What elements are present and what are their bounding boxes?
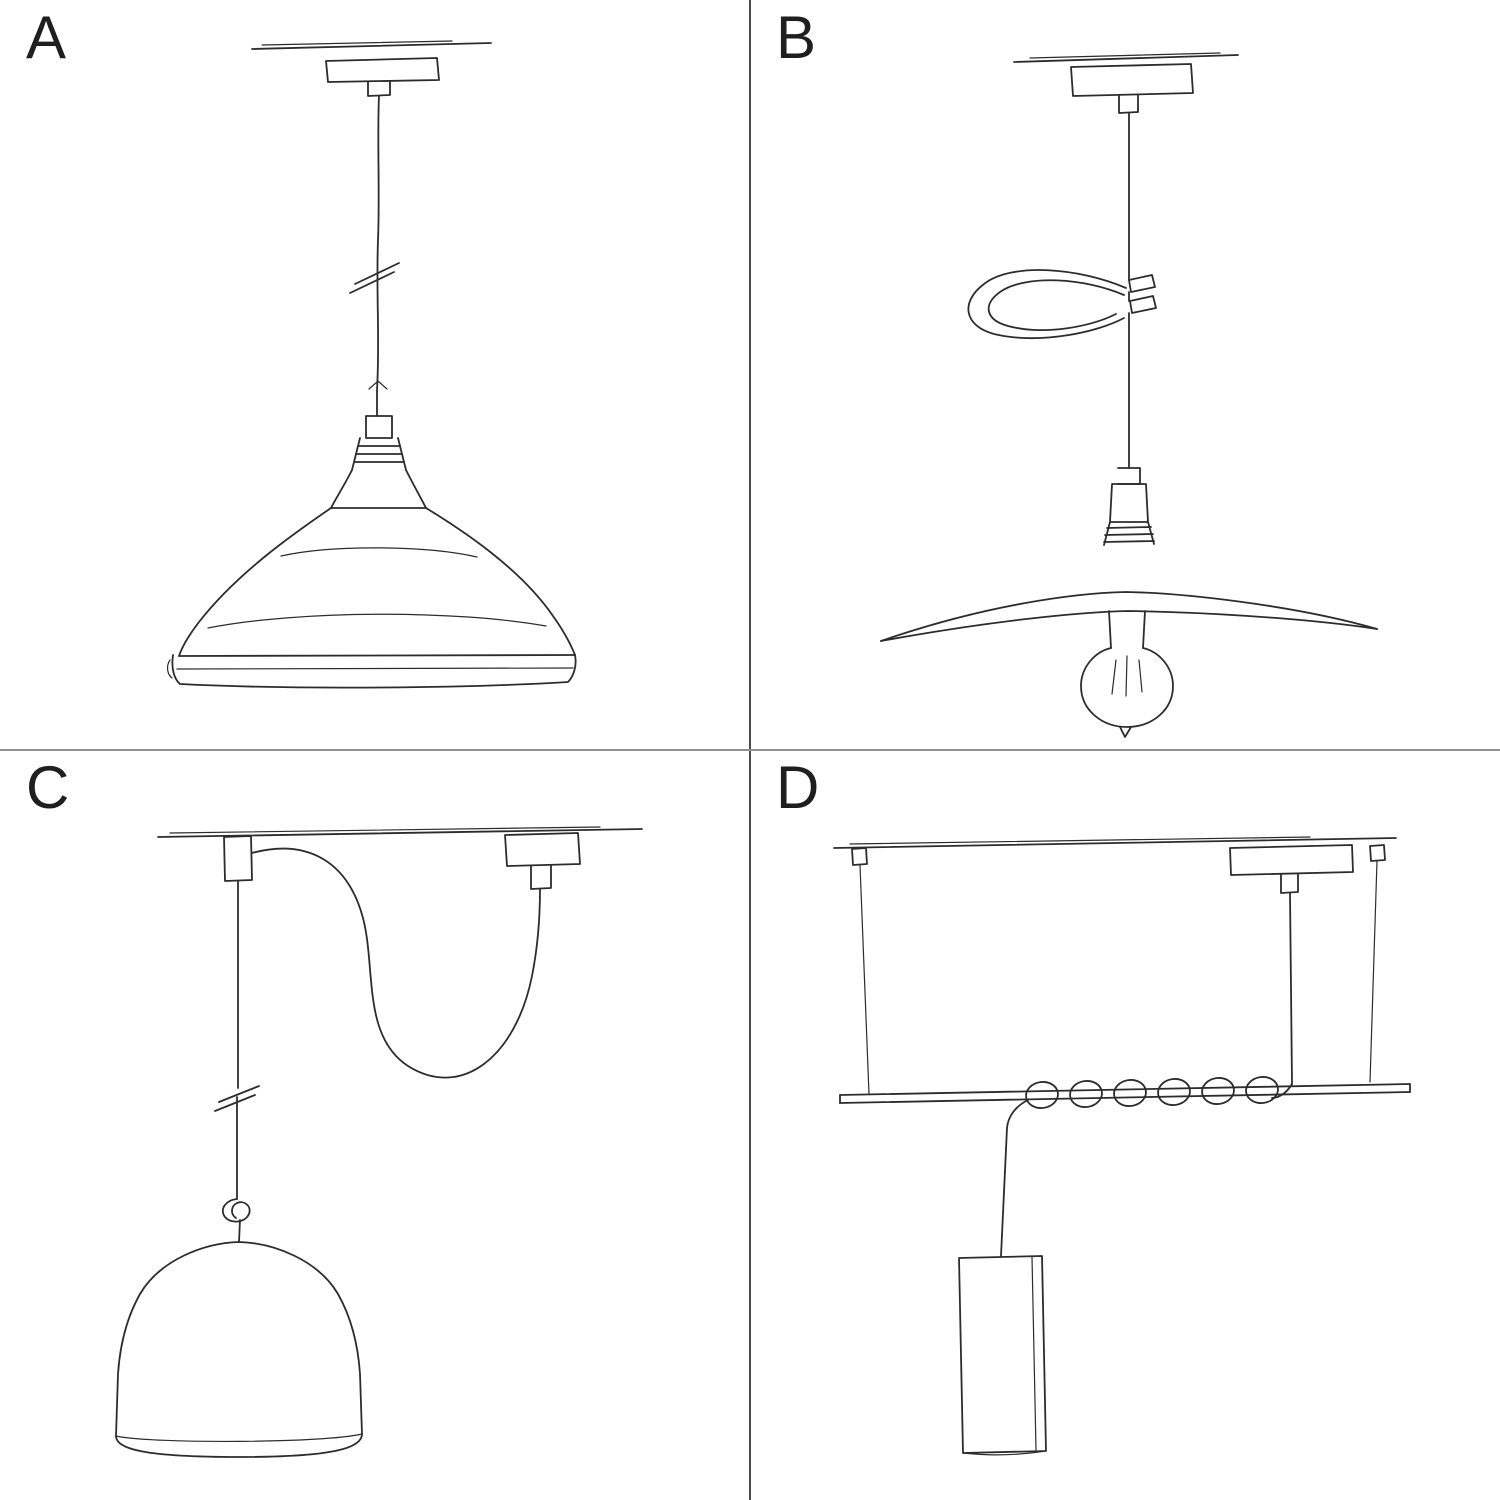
option-d-cell: D [750, 750, 1500, 1500]
ceiling-hook-block [223, 835, 253, 882]
cable-loop-tie [967, 269, 1157, 340]
lamp-holder [1103, 467, 1155, 546]
option-b-label: B [776, 4, 818, 71]
rose-cable [1289, 892, 1293, 1085]
tube-lampshade [958, 1255, 1047, 1456]
lamp-holder [330, 415, 427, 509]
pendant-cable [349, 95, 400, 417]
option-d-label: D [776, 754, 821, 821]
drop-cable [214, 880, 260, 1200]
ceiling-rose [1070, 63, 1194, 114]
option-a-label: A [26, 4, 68, 71]
left-suspension-wire [851, 847, 870, 1095]
right-suspension-wire [1369, 844, 1386, 1083]
pendant-plate-shade-bulb-sketch-icon [880, 52, 1378, 738]
bell-lampshade [115, 1241, 363, 1458]
coiled-cable [1025, 1076, 1293, 1109]
ceiling-line [833, 836, 1397, 849]
pendant-bowl-shade-sketch-icon [166, 40, 577, 689]
ceiling-rose [504, 832, 581, 890]
swag-cable [251, 847, 541, 1079]
ceiling-line [157, 826, 643, 838]
drop-cable [1000, 1099, 1029, 1257]
option-b-cell: B [750, 0, 1500, 750]
option-c-label: C [26, 754, 71, 821]
ceiling-line [1013, 52, 1239, 63]
ceiling-rose [325, 57, 440, 97]
ceiling-rose [1229, 844, 1354, 894]
cable-knot [221, 1198, 251, 1243]
ceiling-line [251, 40, 492, 50]
swag-pendant-bell-shade-sketch-icon [115, 826, 643, 1458]
option-a-cell: A [0, 0, 750, 750]
bowl-lampshade [166, 507, 577, 689]
option-c-cell: C [0, 750, 750, 1500]
horizontal-bar [839, 1083, 1411, 1104]
horizontal-divider [0, 749, 1500, 751]
flat-plate-lampshade [880, 591, 1378, 642]
light-bulb [1080, 610, 1174, 738]
bar-suspension-tube-shade-sketch-icon [833, 836, 1411, 1456]
